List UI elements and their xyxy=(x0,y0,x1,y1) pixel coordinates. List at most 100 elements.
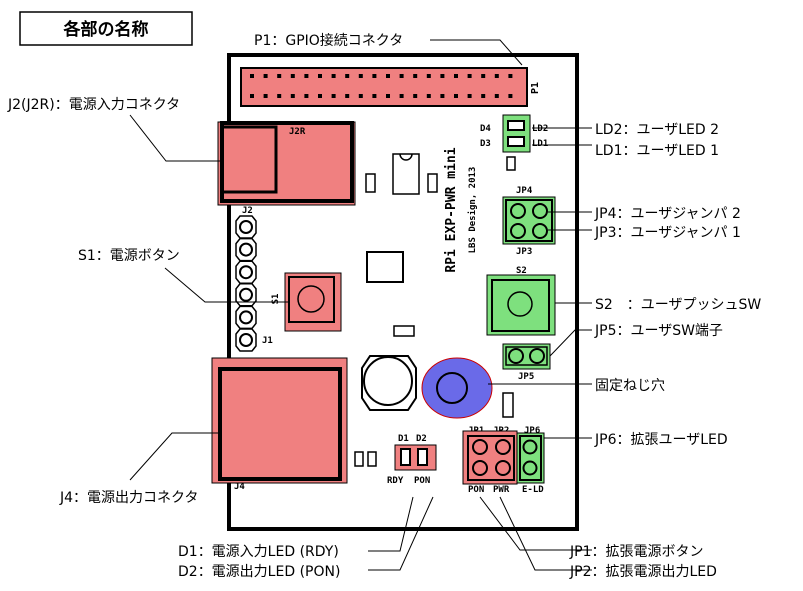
silk-j2r: J2R xyxy=(289,127,306,137)
s1-power-button: S1 xyxy=(271,272,342,332)
header-pin xyxy=(508,94,513,98)
jumper-pin xyxy=(532,203,548,219)
header-pin xyxy=(481,74,486,78)
silk-s1: S1 xyxy=(271,294,281,305)
header-pin xyxy=(331,74,336,78)
label-j4: J4：電源出力コネクタ xyxy=(59,490,198,506)
header-pin xyxy=(239,333,253,347)
header-pin xyxy=(413,74,418,78)
label-jp4: JP4：ユーザジャンパ 2 xyxy=(594,206,741,222)
header-pin-outline xyxy=(235,215,257,239)
small-component xyxy=(506,156,516,171)
j2-pin-header: J2 J1 xyxy=(235,206,273,352)
silk-p1: P1 xyxy=(530,82,541,94)
header-pin xyxy=(440,94,445,98)
header-pin xyxy=(239,220,253,234)
label-jp3: JP3：ユーザジャンパ 1 xyxy=(594,225,741,241)
silk-pon: PON xyxy=(414,476,430,486)
silk-j1: J1 xyxy=(262,336,273,346)
silk-jp6: JP6 xyxy=(524,426,540,436)
header-pin xyxy=(250,94,254,98)
p1-gpio-header: P1 xyxy=(240,67,541,107)
j2r-connector: J2R xyxy=(217,121,356,206)
silk-d3: D3 xyxy=(480,139,491,149)
header-pin xyxy=(318,74,322,78)
silk-pon2: PON xyxy=(468,485,484,495)
board-credit: LBS Design, 2013 xyxy=(467,167,478,254)
header-pin-outline xyxy=(235,260,257,284)
silk-d2: D2 xyxy=(416,434,427,444)
jumper-pin xyxy=(472,439,488,455)
jumper-pin xyxy=(495,460,511,476)
header-pin xyxy=(399,94,404,98)
header-pin xyxy=(386,94,390,98)
header-pin xyxy=(239,265,253,280)
small-component xyxy=(427,173,438,193)
header-pin xyxy=(250,74,254,78)
jumper-pin xyxy=(532,223,548,239)
silk-d4: D4 xyxy=(480,124,491,134)
small-component xyxy=(502,392,514,418)
header-pin xyxy=(508,74,513,78)
header-pin xyxy=(426,94,431,98)
header-pin xyxy=(263,94,268,98)
label-jp6: JP6：拡張ユーザLED xyxy=(594,432,728,448)
header-pin xyxy=(481,94,486,98)
header-pin xyxy=(386,74,390,78)
header-pin xyxy=(372,74,377,78)
silk-j2: J2 xyxy=(242,206,253,216)
silk-jp4: JP4 xyxy=(516,186,533,196)
header-pin xyxy=(290,74,295,78)
header-pin xyxy=(358,94,363,98)
header-pin-outline xyxy=(235,237,257,262)
header-pin xyxy=(277,74,282,78)
header-pin xyxy=(413,94,418,98)
header-pin xyxy=(440,74,445,78)
label-d1: D1：電源入力LED (RDY) xyxy=(178,544,339,560)
header-pin xyxy=(358,74,363,78)
leader-lines xyxy=(129,39,592,571)
label-d2: D2：電源出力LED (PON) xyxy=(178,564,340,580)
header-pin xyxy=(239,310,253,325)
header-pin xyxy=(494,94,499,98)
header-pin xyxy=(239,287,253,302)
label-ld1: LD1：ユーザLED 1 xyxy=(595,143,719,159)
label-p1: P1：GPIO接続コネクタ xyxy=(254,32,403,49)
header-pin xyxy=(331,94,336,98)
silk-jp3: JP3 xyxy=(516,247,532,257)
header-pin xyxy=(467,74,472,78)
header-pin xyxy=(263,74,268,78)
silk-pwr: PWR xyxy=(493,485,510,495)
jumper-pin xyxy=(472,460,488,476)
silk-j4: J4 xyxy=(234,482,245,492)
silk-ld2: LD2 xyxy=(532,124,548,134)
silk-d1: D1 xyxy=(398,434,409,444)
power-leds: D1 D2 RDY PON xyxy=(387,434,437,486)
header-pin xyxy=(454,94,458,98)
small-component xyxy=(365,173,376,193)
header-pin xyxy=(372,94,377,98)
ic-chip xyxy=(392,153,420,195)
label-jp5: JP5：ユーザSW端子 xyxy=(594,323,723,339)
s2-user-switch: S2 xyxy=(486,266,556,336)
capacitor xyxy=(361,355,417,411)
header-pin-outline xyxy=(235,305,257,330)
header-pin-outline xyxy=(235,328,257,352)
user-leds: D4 D3 LD2 LD1 xyxy=(480,114,548,153)
label-ld2: LD2：ユーザLED 2 xyxy=(595,122,719,138)
small-component xyxy=(354,451,364,467)
header-pin xyxy=(277,94,282,98)
regulator xyxy=(366,251,404,283)
title-box xyxy=(19,11,193,46)
board-name: RPi EXP-PWR mini xyxy=(444,147,459,272)
header-pin xyxy=(239,242,253,257)
silk-jp5: JP5 xyxy=(518,372,534,382)
header-pin xyxy=(426,74,431,78)
header-pin xyxy=(318,94,322,98)
label-jp2: JP2：拡張電源出力LED xyxy=(569,564,717,580)
small-component xyxy=(393,325,415,337)
jp5-switch-terminal: JP5 xyxy=(502,343,551,382)
header-pin xyxy=(304,94,309,98)
header-pin xyxy=(454,74,458,78)
